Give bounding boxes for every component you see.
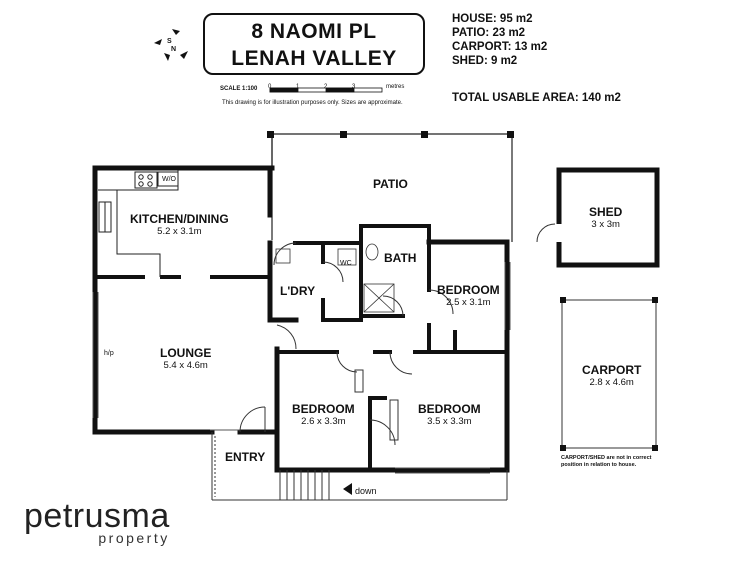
room-name: ENTRY bbox=[225, 450, 266, 464]
carport-outline bbox=[561, 299, 657, 449]
scale-tick-2: 2 bbox=[324, 84, 328, 90]
carport-note: CARPORT/SHED are not in correct position… bbox=[561, 455, 652, 468]
interior-walls bbox=[93, 224, 509, 472]
scale-unit: metres bbox=[386, 84, 405, 90]
address-title: 8 NAOMI PL LENAH VALLEY bbox=[203, 13, 425, 75]
entry-stairs bbox=[211, 432, 508, 501]
room-carport: CARPORT 2.8 x 4.6m bbox=[582, 363, 641, 389]
down-arrow-icon bbox=[343, 483, 352, 495]
scale-tick-1: 1 bbox=[296, 84, 300, 90]
room-lounge: LOUNGE 5.4 x 4.6m bbox=[160, 346, 211, 372]
brand-sub: property bbox=[98, 530, 170, 546]
room-shed: SHED 3 x 3m bbox=[589, 205, 622, 231]
wet-area-fixtures bbox=[275, 243, 395, 313]
room-name: KITCHEN/DINING bbox=[130, 212, 229, 226]
area-shed: SHED: 9 m2 bbox=[452, 55, 518, 67]
room-bath: BATH bbox=[384, 251, 416, 265]
brand-name: petrusma bbox=[24, 497, 170, 535]
kitchen-benches bbox=[98, 170, 179, 277]
scale-label: SCALE 1:100 bbox=[220, 86, 258, 92]
scale-tick-0: 0 bbox=[268, 84, 272, 90]
room-size: 5.4 x 4.6m bbox=[163, 360, 208, 371]
room-kitchen-dining: KITCHEN/DINING 5.2 x 3.1m bbox=[130, 212, 229, 238]
room-size: 5.2 x 3.1m bbox=[157, 226, 202, 237]
room-size: 3.5 x 3.3m bbox=[427, 416, 472, 427]
heat-pump-label: h/p bbox=[104, 350, 114, 357]
room-size: 2.6 x 3.3m bbox=[301, 416, 346, 427]
room-name: BEDROOM bbox=[418, 402, 481, 416]
room-patio: PATIO bbox=[373, 177, 408, 191]
room-name: BEDROOM bbox=[437, 283, 500, 297]
windows bbox=[92, 262, 511, 474]
address-line-1: 8 NAOMI PL bbox=[251, 20, 377, 43]
address-line-2: LENAH VALLEY bbox=[231, 47, 397, 70]
scale-tick-3: 3 bbox=[352, 84, 356, 90]
room-size: 2.5 x 3.1m bbox=[446, 297, 491, 308]
room-bedroom-3: BEDROOM 3.5 x 3.3m bbox=[418, 402, 481, 428]
room-name: SHED bbox=[589, 205, 623, 219]
room-laundry: L'DRY bbox=[280, 284, 315, 298]
shed-walls bbox=[556, 167, 660, 268]
area-house: HOUSE: 95 m2 bbox=[452, 13, 533, 25]
area-summary: HOUSE: 95 m2 PATIO: 23 m2 CARPORT: 13 m2… bbox=[452, 12, 547, 68]
room-name: LOUNGE bbox=[160, 346, 212, 360]
area-patio: PATIO: 23 m2 bbox=[452, 27, 526, 39]
brand-logo: petrusma property bbox=[24, 498, 170, 546]
room-size: 2.8 x 4.6m bbox=[589, 377, 634, 388]
area-carport: CARPORT: 13 m2 bbox=[452, 41, 548, 53]
carport-posts bbox=[560, 297, 658, 451]
wall-oven-label: W/O bbox=[162, 176, 176, 183]
room-bedroom-2: BEDROOM 2.6 x 3.3m bbox=[292, 402, 355, 428]
room-name: BEDROOM bbox=[292, 402, 355, 416]
compass-letter-s: S bbox=[167, 38, 172, 45]
room-name: PATIO bbox=[373, 177, 408, 191]
disclaimer: This drawing is for illustration purpose… bbox=[222, 100, 403, 106]
compass-letter-n: N bbox=[171, 46, 176, 53]
room-name: L'DRY bbox=[280, 284, 316, 298]
door-swings bbox=[239, 223, 556, 446]
room-name: BATH bbox=[384, 251, 417, 265]
patio-posts bbox=[267, 131, 514, 138]
scale-bar bbox=[269, 87, 383, 93]
room-size: 3 x 3m bbox=[591, 219, 620, 230]
down-label: down bbox=[355, 486, 377, 496]
room-bedroom-1: BEDROOM 2.5 x 3.1m bbox=[437, 283, 500, 309]
room-entry: ENTRY bbox=[225, 450, 265, 464]
wc-label: WC bbox=[340, 260, 352, 267]
total-usable-area: TOTAL USABLE AREA: 140 m2 bbox=[452, 92, 621, 104]
compass-icon: S N bbox=[154, 29, 188, 61]
room-name: CARPORT bbox=[582, 363, 642, 377]
